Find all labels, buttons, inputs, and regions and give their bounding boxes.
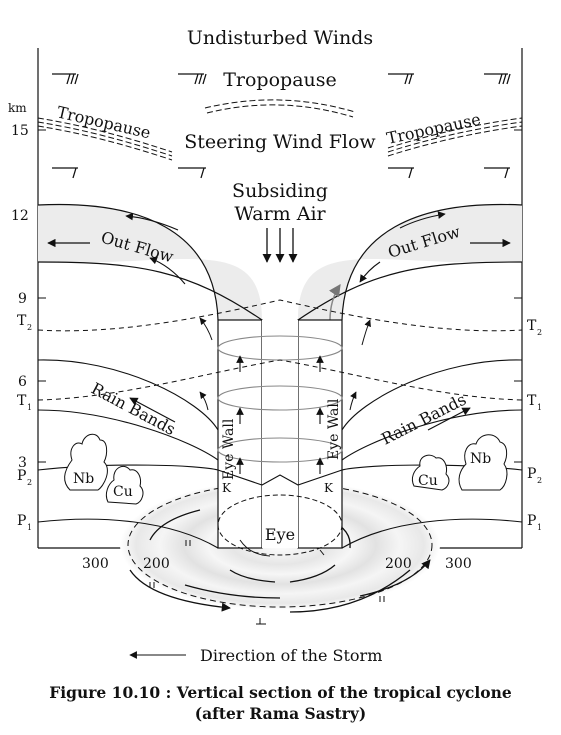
subsiding-label-2: Warm Air xyxy=(234,203,326,225)
level-p2-left: P xyxy=(17,468,26,484)
subsiding-arrows xyxy=(262,228,298,263)
eye-wall-up-arrows xyxy=(236,355,324,474)
figure-caption-line2: (after Rama Sastry) xyxy=(194,704,367,723)
isotherm-t2 xyxy=(37,299,523,332)
k-left-label: K xyxy=(222,481,232,495)
rain-bands-right-label: Rain Bands xyxy=(378,390,469,449)
y-tick-9: 9 xyxy=(18,291,27,307)
y-tick-12: 12 xyxy=(11,208,29,224)
y-ticks-right xyxy=(514,129,522,463)
column-rings xyxy=(217,335,343,463)
y-tick-6: 6 xyxy=(18,374,27,390)
figure-caption-line1: Figure 10.10 : Vertical section of the t… xyxy=(49,683,512,702)
tropopause-lines xyxy=(37,99,523,161)
cloud-nb-left xyxy=(64,433,108,491)
svg-text:2: 2 xyxy=(537,328,542,337)
x-tick-200-left: 200 xyxy=(143,556,170,572)
column-base-rings xyxy=(217,494,343,557)
km-label: km xyxy=(8,101,27,115)
svg-text:2: 2 xyxy=(537,476,542,485)
svg-text:2: 2 xyxy=(27,478,32,487)
cloud-cu-left xyxy=(105,465,144,505)
level-t2-left: T xyxy=(17,313,27,329)
svg-text:1: 1 xyxy=(537,403,542,412)
tropopause-center-label: Tropopause xyxy=(223,69,337,91)
steering-wind-label: Steering Wind Flow xyxy=(184,131,376,153)
outflow-left-band xyxy=(38,204,262,320)
eye-wall-right-label: Eye Wall xyxy=(326,398,342,460)
eye-label: Eye xyxy=(265,525,295,544)
wind-barbs-mid xyxy=(52,167,510,179)
tropopause-right-label: Tropopause xyxy=(385,109,482,147)
cu-left-label: Cu xyxy=(113,484,133,500)
tropopause-left-label: Tropopause xyxy=(55,102,152,142)
svg-text:1: 1 xyxy=(27,523,32,532)
nb-left-label: Nb xyxy=(73,471,94,487)
x-tick-300-right: 300 xyxy=(445,556,472,572)
vortex-outline xyxy=(127,482,433,608)
nb-right-label: Nb xyxy=(470,451,491,467)
wind-barbs-top xyxy=(52,73,511,85)
outflow-right-band xyxy=(298,204,522,320)
rain-bands-left-label: Rain Bands xyxy=(88,379,179,439)
undisturbed-winds-label: Undisturbed Winds xyxy=(187,27,373,49)
cloud-nb-right xyxy=(458,434,508,491)
subsiding-label-1: Subsiding xyxy=(232,180,328,202)
y-tick-3: 3 xyxy=(18,455,27,471)
level-p1-left: P xyxy=(17,513,26,529)
level-t1-right: T xyxy=(527,393,537,409)
eye-core xyxy=(262,320,298,548)
cu-right-label: Cu xyxy=(418,473,438,489)
y-ticks-left xyxy=(38,129,46,463)
isotherm-t1 xyxy=(37,359,523,401)
storm-direction-label: Direction of the Storm xyxy=(200,646,382,665)
cloud-cu-right xyxy=(411,454,450,491)
x-tick-200-right: 200 xyxy=(385,556,412,572)
level-p1-right: P xyxy=(527,513,536,529)
y-tick-15: 15 xyxy=(11,123,29,139)
level-t2-right: T xyxy=(527,318,537,334)
k-right-label: K xyxy=(324,481,334,495)
level-t1-left: T xyxy=(17,393,27,409)
x-tick-300-left: 300 xyxy=(82,556,109,572)
eye-wall-left-label: Eye Wall xyxy=(221,418,237,480)
vortex-barbs xyxy=(149,540,385,625)
level-p2-right: P xyxy=(527,466,536,482)
svg-text:1: 1 xyxy=(27,403,32,412)
svg-text:1: 1 xyxy=(537,523,542,532)
svg-text:2: 2 xyxy=(27,323,32,332)
